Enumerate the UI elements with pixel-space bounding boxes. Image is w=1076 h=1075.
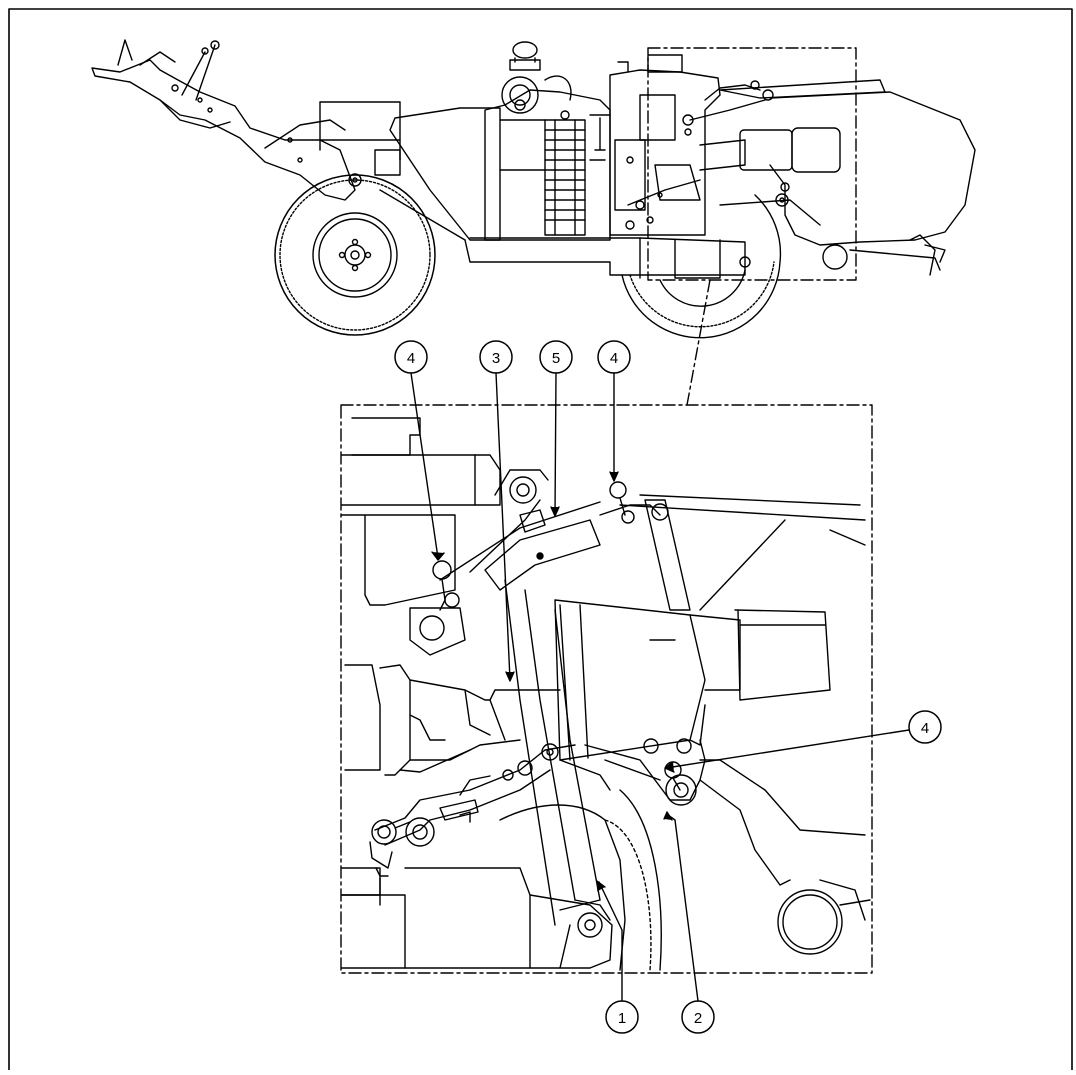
front-wheel: [621, 194, 782, 339]
callout-4-top-left: 4: [394, 340, 428, 374]
callout-label: 3: [492, 350, 500, 367]
chassis: [319, 101, 751, 279]
machine-side-view: [91, 39, 976, 339]
callout-label: 1: [618, 1010, 626, 1027]
callout-label: 5: [552, 350, 560, 367]
callout-label: 4: [610, 350, 618, 367]
front-attachment: [627, 79, 976, 276]
detail-source-box: [647, 47, 857, 281]
callout-3: 3: [479, 340, 513, 374]
callout-label: 2: [694, 1010, 702, 1027]
detail-box: [340, 404, 873, 974]
rear-wheel: [274, 174, 436, 336]
detail-leader: [686, 279, 711, 406]
callout-label: 4: [407, 350, 415, 367]
hydraulic-unit: [609, 54, 721, 236]
callout-leaders: [410, 372, 910, 1002]
handle-assembly: [91, 39, 362, 201]
engine-block: [484, 41, 611, 241]
callout-2: 2: [681, 1000, 715, 1034]
cotter-pin-left: [432, 560, 460, 611]
cotter-pin-top-right: [609, 481, 635, 524]
enlarged-detail-view: [340, 404, 873, 974]
callout-1: 1: [605, 1000, 639, 1034]
callout-5: 5: [539, 340, 573, 374]
callout-4-top-right: 4: [597, 340, 631, 374]
callout-4-right: 4: [908, 710, 942, 744]
page-frame: [8, 8, 1073, 1075]
callout-label: 4: [921, 720, 929, 737]
